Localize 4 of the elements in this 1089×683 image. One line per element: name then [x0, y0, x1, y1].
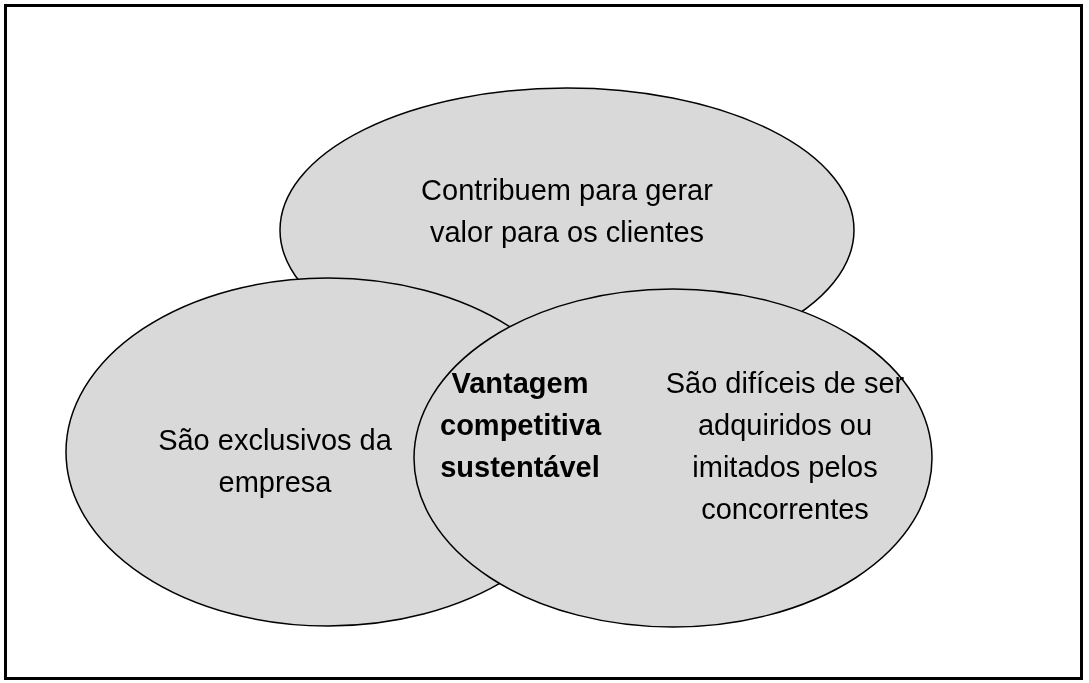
- center-label: Vantagem competitiva sustentável: [440, 366, 600, 485]
- ellipse-label: São difíceis de ser adquiridos ou imitados pelos concorrentes: [664, 366, 906, 527]
- ellipse-label: São exclusivos da empresa: [157, 423, 393, 500]
- ellipse-label: Contribuem para gerar valor para os clientes: [420, 173, 714, 250]
